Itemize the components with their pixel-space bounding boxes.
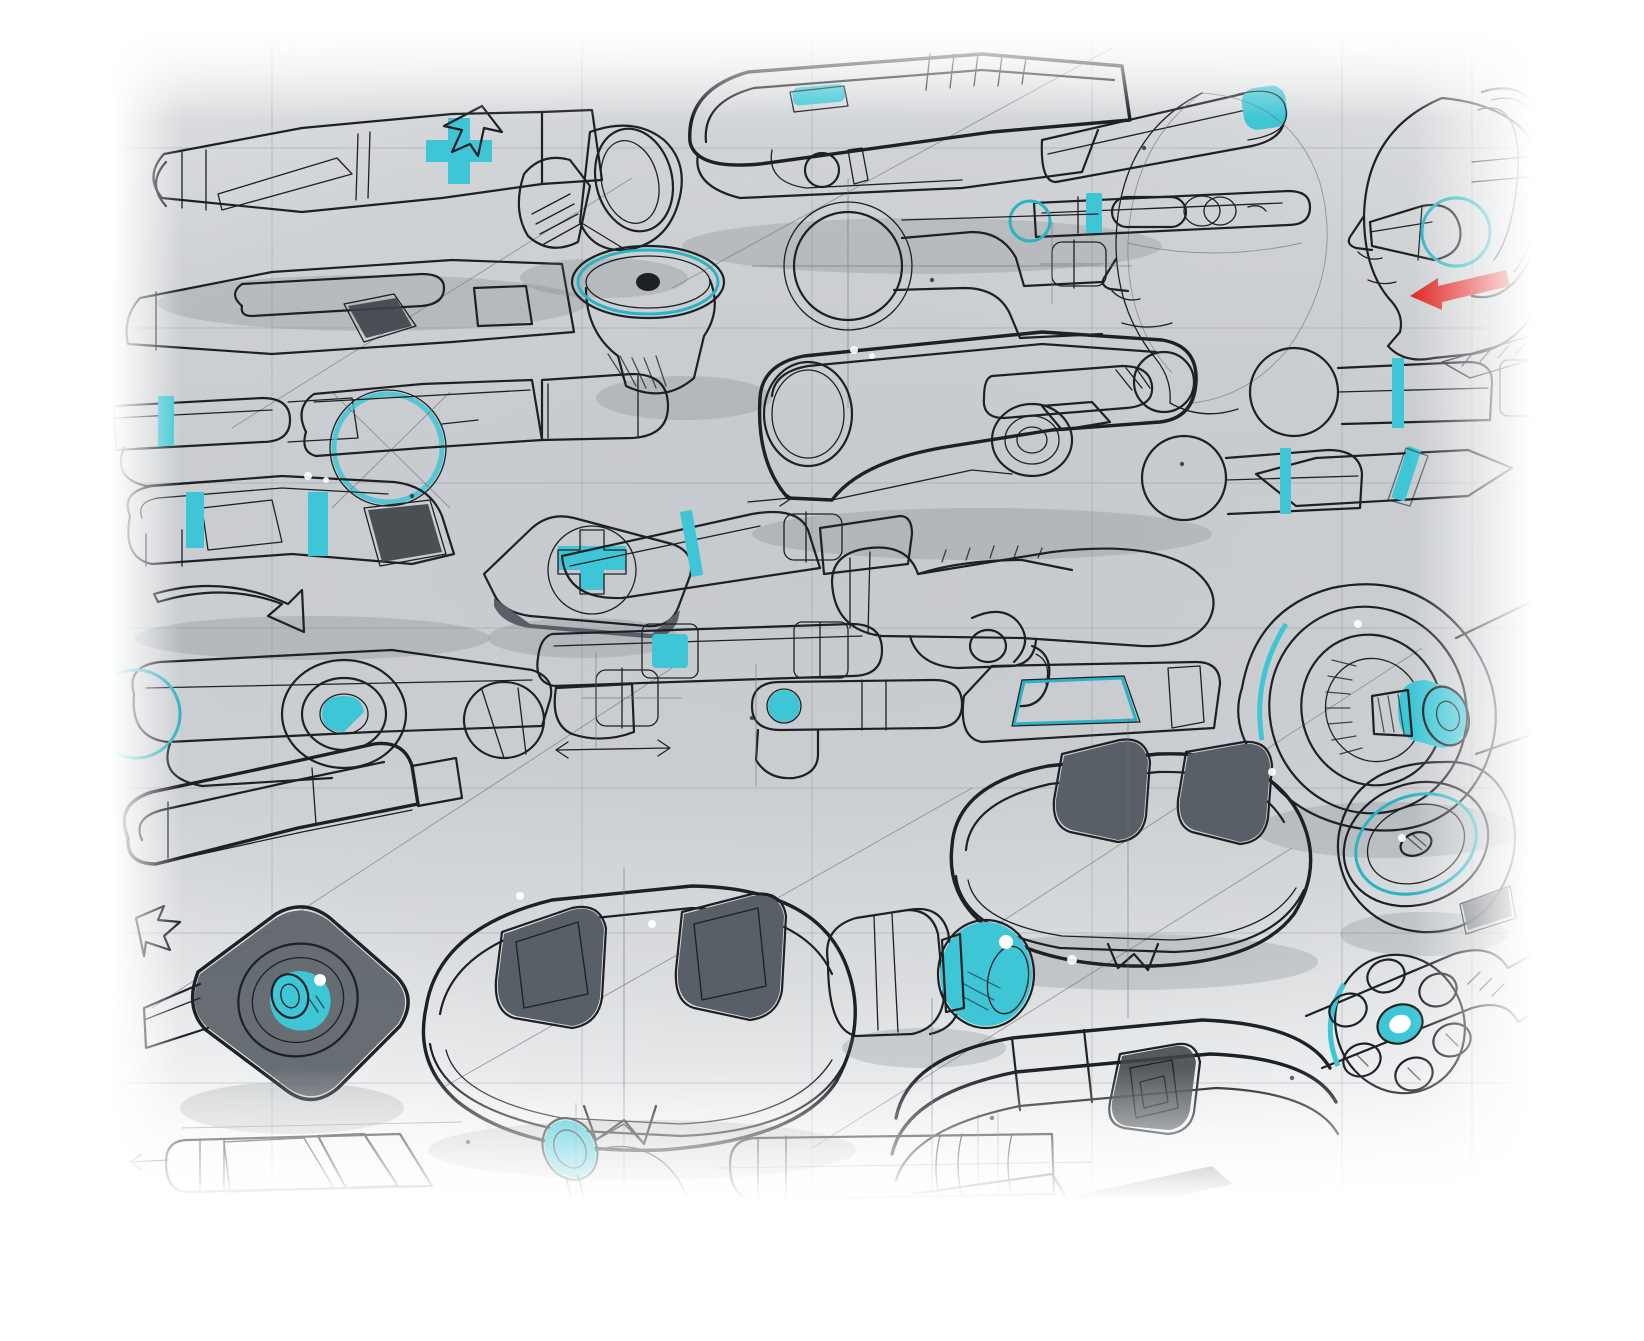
group-centre-bar-studies — [582, 652, 682, 748]
arrow-small-right — [747, 489, 793, 507]
cyan-stripe — [680, 509, 704, 577]
cyan-square-key — [652, 634, 688, 668]
group-arm-rounded-cap — [300, 372, 670, 458]
group-cyan-trapezoid-key — [961, 660, 1222, 744]
cyan-arc-edge — [1327, 982, 1347, 1067]
cyan-cross-key — [558, 528, 626, 590]
group-ear-hook-module — [830, 545, 1215, 708]
cyan-trapezoid-outline — [1012, 676, 1139, 726]
group-cross-button-module — [482, 515, 693, 658]
cyan-arc-indicator — [1257, 622, 1289, 741]
group-earbud-cyan-dome — [826, 907, 1036, 1068]
cyan-bar-small — [1280, 448, 1291, 514]
artwork-canvas — [112, 28, 1532, 1218]
cyan-cross-button — [426, 118, 492, 184]
group-rounded-bar-cyan-dot — [750, 664, 964, 786]
highlights — [304, 145, 1406, 1145]
cyan-band-temple — [1086, 193, 1102, 233]
cyan-band-1 — [186, 492, 204, 548]
group-band-rail-with-cyan-square — [536, 621, 884, 759]
group-arm-cyan-stripe — [560, 489, 914, 600]
cyan-band-right — [1392, 358, 1404, 428]
arrow-curved-right — [152, 584, 306, 634]
arrow-open-up-left — [442, 104, 504, 158]
arrow-double-horizontal — [555, 739, 671, 759]
group-upper-mid-small-plate — [1140, 434, 1364, 522]
cyan-band-2 — [308, 492, 328, 556]
group-circle-side-view-construction — [752, 178, 1132, 408]
group-headband-pads-perspective — [946, 718, 1318, 1018]
group-puck-speaker-cyan-ring — [570, 244, 772, 420]
